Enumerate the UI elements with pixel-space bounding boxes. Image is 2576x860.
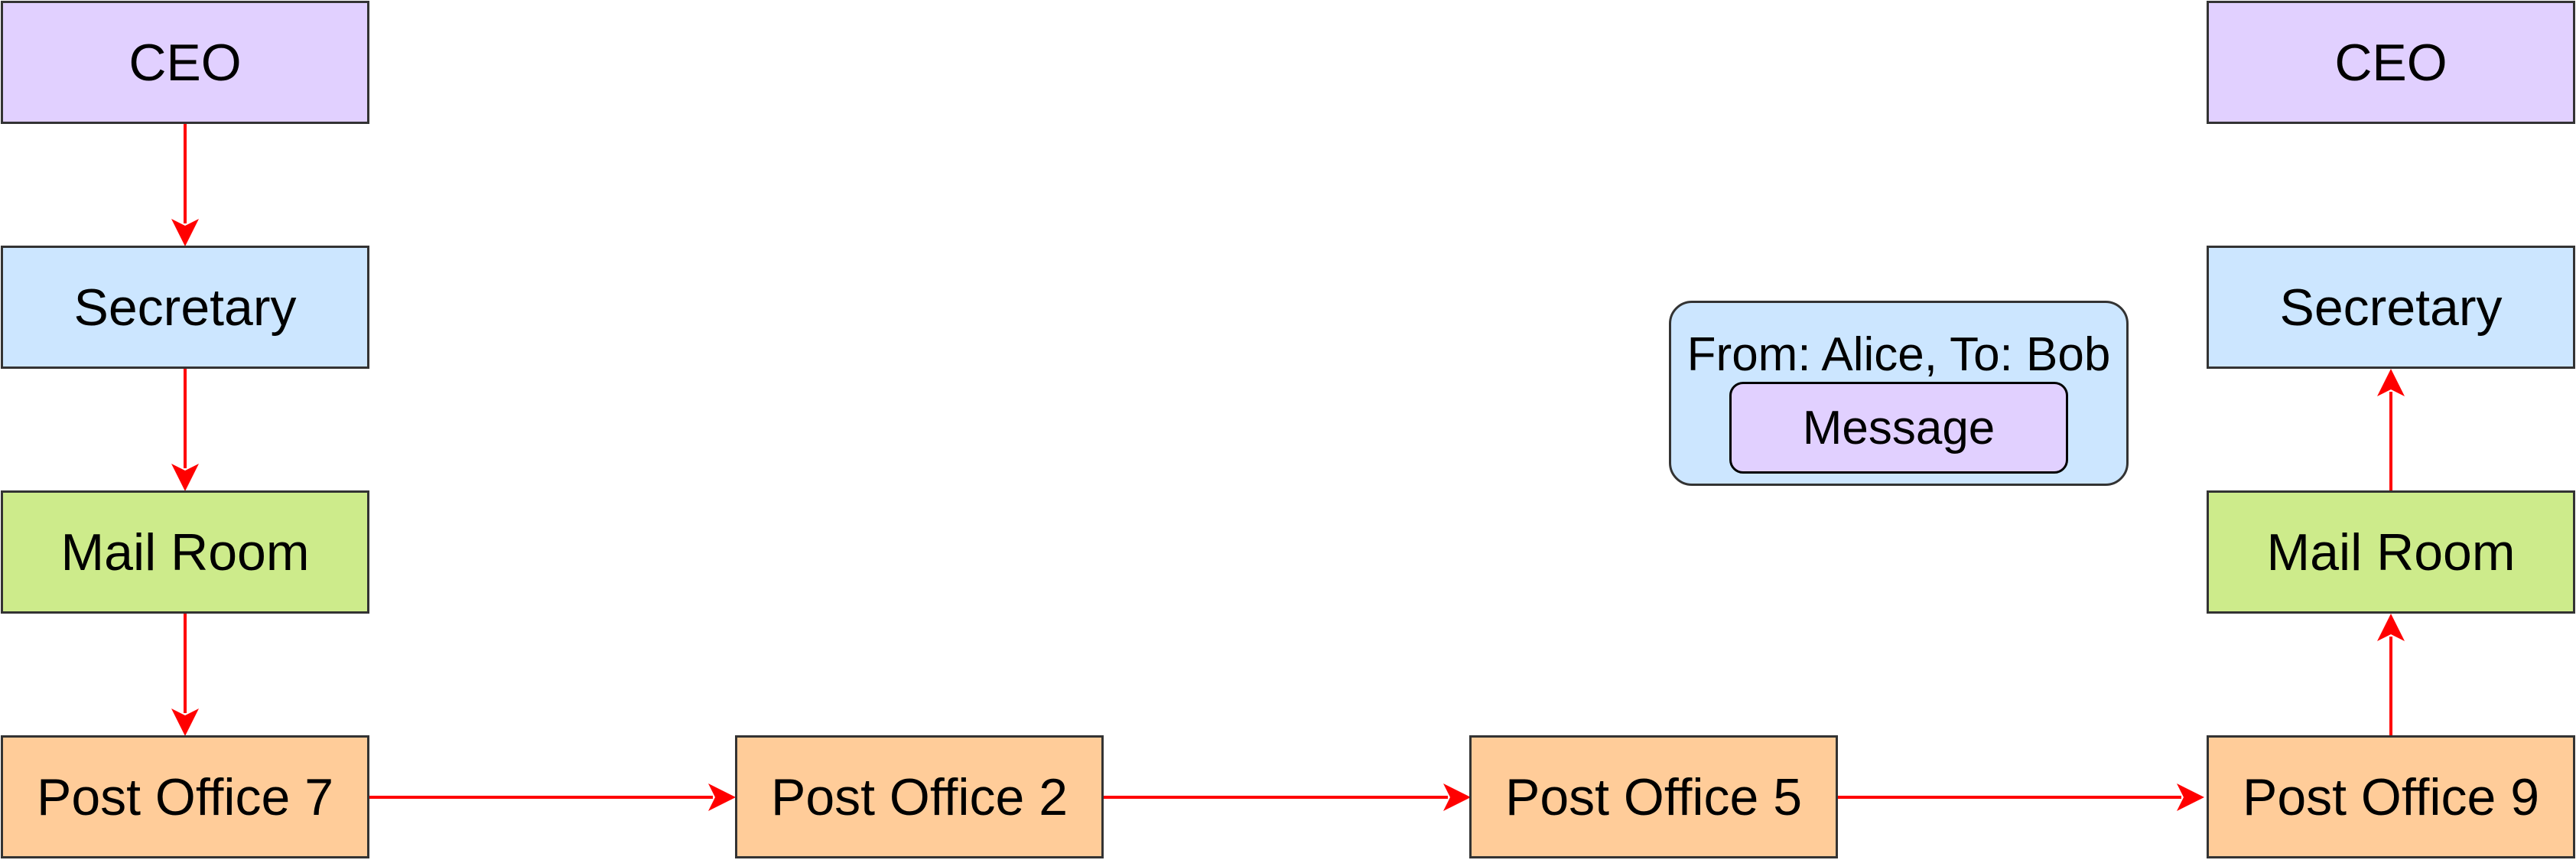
sender-secretary-box: Secretary: [1, 246, 369, 369]
envelope-header: From: Alice, To: Bob: [1686, 328, 2111, 381]
receiver-ceo-box: CEO: [2207, 1, 2575, 124]
message-label: Message: [1802, 401, 1995, 454]
arrow-postoffice7-to-postoffice2: [369, 783, 736, 811]
post-office-label: Post Office 5: [1504, 767, 1803, 826]
post-office-7-box: Post Office 7: [1, 735, 369, 858]
sender-mail-room-box: Mail Room: [1, 490, 369, 614]
post-office-5-box: Post Office 5: [1469, 735, 1838, 858]
post-office-2-box: Post Office 2: [735, 735, 1104, 858]
arrow-postoffice2-to-postoffice5: [1104, 783, 1471, 811]
arrow-mailroom-to-postoffice7: [171, 614, 199, 736]
sender-mail-room-label: Mail Room: [60, 523, 310, 581]
arrow-postoffice9-to-mailroom-right: [2377, 614, 2405, 736]
post-office-label: Post Office 2: [770, 767, 1068, 826]
receiver-secretary-label: Secretary: [2279, 278, 2503, 337]
post-office-label: Post Office 7: [36, 767, 334, 826]
receiver-ceo-label: CEO: [2334, 33, 2448, 92]
arrow-secretary-to-mailroom-left: [171, 369, 199, 491]
arrow-ceo-to-secretary-left: [171, 123, 199, 246]
post-office-label: Post Office 9: [2242, 767, 2540, 826]
arrow-mailroom-to-secretary-right: [2377, 369, 2405, 491]
receiver-secretary-box: Secretary: [2207, 246, 2575, 369]
envelope-container: From: Alice, To: Bob Message: [1669, 301, 2129, 486]
receiver-mail-room-box: Mail Room: [2207, 490, 2575, 614]
post-office-9-box: Post Office 9: [2207, 735, 2575, 858]
message-box: Message: [1729, 382, 2068, 474]
sender-ceo-box: CEO: [1, 1, 369, 124]
arrow-postoffice5-to-postoffice9: [1838, 783, 2204, 811]
receiver-mail-room-label: Mail Room: [2266, 523, 2516, 581]
sender-secretary-label: Secretary: [73, 278, 297, 337]
sender-ceo-label: CEO: [128, 33, 242, 92]
